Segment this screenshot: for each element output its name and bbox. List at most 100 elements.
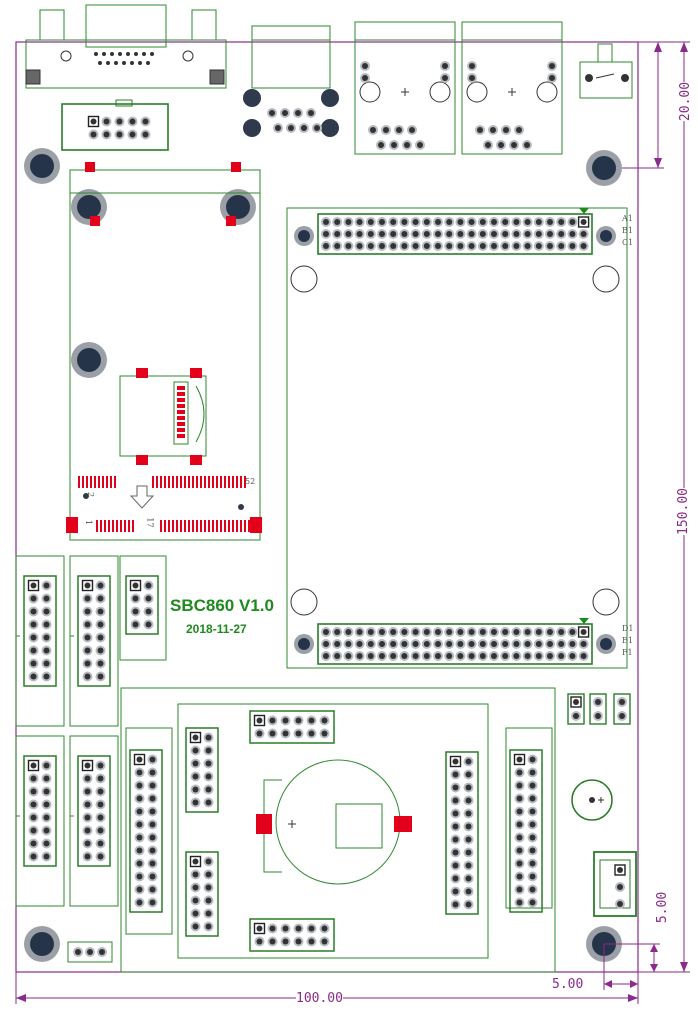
cpu-header-bottom-pin [502, 653, 509, 659]
lower-box-right-pins-pin [529, 821, 536, 828]
cpu-header-top-pin [435, 243, 441, 249]
rj45-pin [442, 75, 448, 81]
edge-contact-top-right [156, 476, 158, 488]
vga-hole-left [243, 89, 261, 107]
lower-header-right-pin [452, 758, 459, 765]
cpu-header-top-pin [513, 243, 520, 249]
vga-pin [275, 125, 281, 131]
power-connector [593, 851, 637, 917]
left-boxheader-1-pin [84, 673, 91, 680]
cpu-header-bottom-pin [401, 641, 408, 647]
dimension-top-offset: 20.00 [678, 81, 694, 122]
left-boxheader-3-pin [97, 853, 104, 860]
cpu-header-bottom-pin [345, 629, 352, 635]
left-boxheader-1-pin [97, 660, 104, 667]
lower-header-left-b-pin [205, 858, 212, 865]
cpu-header-bottom-pin [491, 653, 497, 659]
lower-header-left-a-frame [185, 727, 219, 813]
lower-header-left-b-pin [205, 897, 212, 904]
power-jack-pin [597, 43, 613, 63]
cpu-header-top-pin [558, 243, 565, 249]
lower-header-left-a-pin [205, 786, 212, 793]
lower-header-top-pin [269, 730, 276, 737]
dimension-bottom-horizontal: 5.00 [552, 977, 584, 992]
lower-header-right-pin [465, 823, 472, 830]
edge-contact-bottom-left [120, 520, 122, 532]
power-jack-switch [595, 73, 615, 79]
sd-contact [177, 410, 185, 414]
left-boxheader-2-pin [30, 853, 37, 860]
cpu-header-bottom-pin [435, 629, 441, 635]
left-boxheader-3-pin [84, 814, 91, 821]
lower-header-left-a-pin [192, 734, 199, 741]
pin-label-f1: F1 [622, 648, 633, 657]
cpu-header-top-pin [345, 219, 352, 225]
lower-box-left-pins-pin [136, 769, 143, 776]
boxheader-top-pins-pin [142, 131, 149, 138]
cpu-header-top-pin [569, 219, 576, 225]
edge-contact-top-right [188, 476, 190, 488]
cpu-header-bottom-pin [468, 653, 475, 659]
cpu-header-bottom-pin [569, 629, 576, 635]
left-boxheader-1-pin [97, 582, 104, 589]
sd-pad-tr [190, 368, 202, 378]
power-connector-pin [617, 884, 623, 890]
left-boxheader-0-pin [43, 660, 50, 667]
db9-pin-row2 [138, 61, 142, 65]
cpu-header-top-pin [379, 219, 385, 225]
rj45-outline-1 [461, 21, 563, 155]
db9-pin-row2 [122, 61, 126, 65]
cpu-header-bottom-pin [457, 629, 464, 635]
slot-dot-left [83, 493, 89, 499]
lower-header-left-b-pin [192, 884, 199, 891]
lower-box-right-pins-pin [516, 834, 523, 841]
lower-box-right-pins-pin [529, 834, 536, 841]
db9-pin-row2 [98, 61, 102, 65]
lower-header-left-a-pin [205, 760, 212, 767]
mount-hole-tl [30, 154, 54, 178]
lower-box-left-pins-pin [136, 847, 143, 854]
cpu-header-bottom-pin [513, 629, 520, 635]
cpu-header-top-pin [580, 231, 587, 237]
db9-pin-row1 [126, 52, 130, 56]
edge-pad-left [66, 517, 78, 533]
left-boxheader-0-pin [30, 595, 37, 602]
edge-contact-top-right [212, 476, 214, 488]
rj45-led-right-1 [536, 81, 558, 103]
cpu-header-bottom-pin [401, 653, 408, 659]
edge-contact-top-right [164, 476, 166, 488]
lower-area-outline [120, 687, 556, 973]
cpu-header-top-pin [457, 243, 464, 249]
lower-header-left-b-pin [205, 871, 212, 878]
cpu-header-bottom-pin [401, 629, 408, 635]
cpu-header-top-pin [457, 219, 464, 225]
cpu-header-top-pin [323, 231, 329, 237]
edge-contact-bottom-right [192, 520, 194, 532]
lower-header-top-pin [308, 730, 315, 737]
lower-header-bottom-pin [282, 925, 289, 932]
edge-contact-bottom-right [204, 520, 206, 532]
cpu-hole-tr [600, 230, 612, 242]
left-boxheader-2-pin [30, 801, 37, 808]
cpu-header-bottom-pin [345, 653, 352, 659]
rj45-pin [391, 142, 397, 148]
rj45-pin [511, 142, 517, 148]
cpu-header-bottom-pin [323, 629, 329, 635]
left-boxheader-0-pin [43, 608, 50, 615]
lower-header-bottom-pin [269, 925, 276, 932]
lower-header-right-pin [465, 836, 472, 843]
rj45-pin [524, 142, 530, 148]
cpu-header-bottom-pin [580, 629, 587, 635]
edge-contact-top-right [244, 476, 246, 488]
lower-box-right-pins-pin [529, 808, 536, 815]
edge-contact-bottom-right [184, 520, 186, 532]
buzzer [571, 779, 613, 821]
left-boxheader-0-pin [43, 634, 50, 641]
jumper-pin [595, 699, 601, 705]
jumper-1 [589, 693, 607, 725]
edge-contact-top-right [240, 476, 242, 488]
battery-pad-right [394, 816, 412, 832]
edge-contact-bottom-right [220, 520, 222, 532]
left-boxheader-1-pin [84, 660, 91, 667]
